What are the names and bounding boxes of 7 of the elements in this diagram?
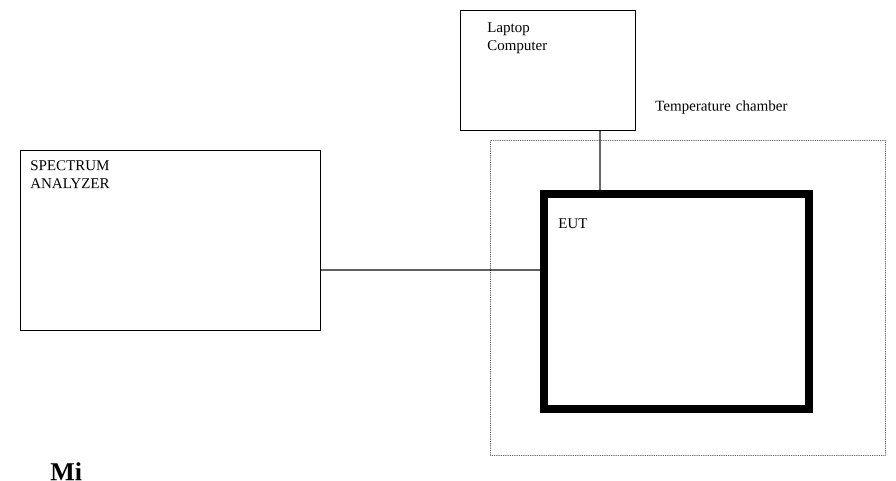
laptop-box: Laptop Computer <box>460 10 636 131</box>
node-label: Temperature chamber <box>655 100 788 114</box>
connecting-line <box>599 130 601 190</box>
analyzer-box: SPECTRUM ANALYZER <box>20 150 321 331</box>
eut-box: EUT <box>540 190 813 413</box>
cut-off-text: Mi <box>50 462 82 480</box>
connecting-line <box>320 269 540 271</box>
